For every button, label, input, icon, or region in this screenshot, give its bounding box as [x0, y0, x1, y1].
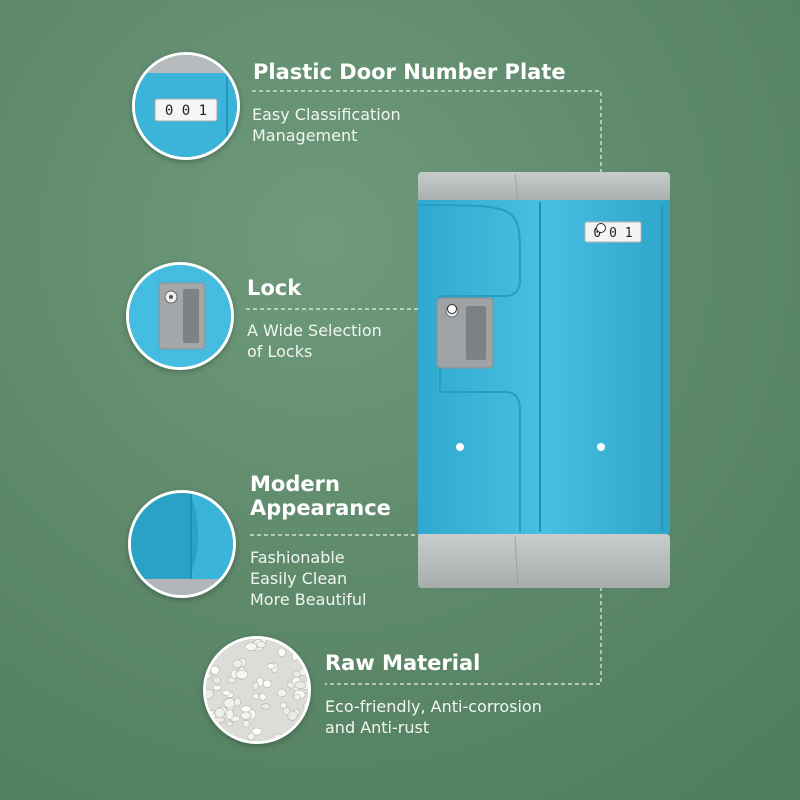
locker-base — [418, 534, 670, 588]
feature-title-number-plate: Plastic Door Number Plate — [253, 60, 566, 84]
pellet — [225, 720, 234, 727]
pellet — [212, 684, 222, 691]
feature-title-raw-material: Raw Material — [325, 651, 481, 675]
pellet — [234, 697, 242, 707]
pellet — [223, 697, 236, 709]
feature-title-modern-appearance: Modern Appearance — [250, 472, 391, 520]
svg-text:0 0 1: 0 0 1 — [165, 103, 207, 119]
pellet — [287, 710, 298, 721]
pellet — [225, 709, 234, 720]
plastic-pellets-icon — [203, 636, 311, 744]
feature-desc-modern-appearance: Fashionable Easily Clean More Beautiful — [250, 548, 367, 609]
pellet — [240, 711, 252, 720]
pellet — [276, 688, 287, 698]
pellet — [235, 669, 249, 680]
pellet — [294, 681, 307, 689]
feature-title-lock: Lock — [247, 276, 302, 300]
pellet — [256, 641, 266, 648]
pellet — [247, 732, 256, 741]
pellet — [232, 659, 243, 668]
pellet — [260, 703, 271, 710]
pellet — [242, 719, 251, 728]
pellet — [262, 679, 272, 688]
pellet — [292, 670, 301, 678]
pellet — [252, 681, 260, 691]
number-plate-closeup-icon: 0 0 1 — [132, 52, 240, 160]
pellet — [212, 676, 221, 685]
pellet — [214, 707, 225, 719]
pellet — [266, 663, 276, 670]
pellet — [206, 688, 214, 699]
pellet — [251, 727, 263, 736]
pellet — [252, 692, 260, 700]
feature-desc-raw-material: Eco-friendly, Anti-corrosion and Anti-ru… — [325, 697, 542, 737]
pellet — [222, 689, 231, 696]
lock-closeup-icon — [126, 262, 234, 370]
pellet — [303, 701, 308, 711]
pellet — [210, 665, 220, 675]
pellet — [244, 642, 258, 651]
pellet — [293, 693, 301, 701]
feature-desc-lock: A Wide Selection of Locks — [247, 321, 382, 361]
pellet — [277, 647, 286, 658]
feature-desc-number-plate: Easy Classification Management — [252, 105, 401, 145]
pellet — [259, 692, 267, 701]
door-edge-closeup-icon — [128, 490, 236, 598]
locker-top-cap — [418, 172, 670, 202]
